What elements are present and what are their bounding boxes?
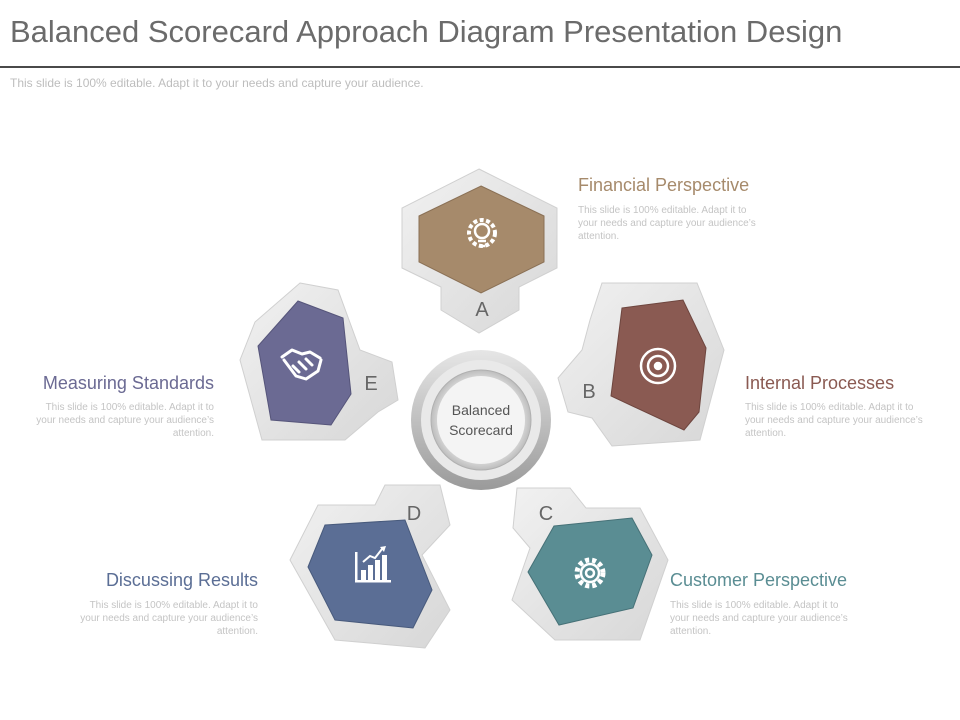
center-label-line1: Balanced [452, 402, 510, 418]
page-subtitle: This slide is 100% editable. Adapt it to… [10, 76, 424, 90]
discussing-results-title: Discussing Results [105, 570, 258, 590]
center-label-line2: Scorecard [449, 422, 513, 438]
internal-processes-desc: This slide is 100% editable. Adapt it to… [745, 402, 923, 439]
segment-e-hexagon [257, 300, 352, 426]
segment-c: C [511, 487, 669, 641]
title-divider [0, 66, 960, 68]
gear-icon [574, 557, 606, 589]
center-ring: Balanced Scorecard [411, 350, 551, 490]
segment-d: D [289, 484, 451, 649]
internal-processes-title: Internal Processes [745, 373, 895, 393]
segment-c-hexagon [527, 517, 653, 626]
measuring-standards-desc: This slide is 100% editable. Adapt it to… [36, 402, 214, 439]
handshake-icon [280, 348, 323, 381]
segment-a-letter: A [475, 299, 489, 321]
segment-a-hexagon [418, 185, 545, 294]
lightbulb-gear-icon [467, 218, 497, 248]
customer-perspective-title: Customer Perspective [670, 570, 848, 590]
financial-perspective-desc: This slide is 100% editable. Adapt it to… [578, 205, 756, 242]
segment-e-letter: E [364, 373, 377, 395]
segment-b: B [557, 282, 725, 447]
target-icon [639, 347, 677, 385]
measuring-standards-title: Measuring Standards [42, 373, 214, 393]
page-title: Balanced Scorecard Approach Diagram Pres… [10, 14, 843, 49]
bar-chart-icon [355, 546, 391, 583]
customer-perspective-desc: This slide is 100% editable. Adapt it to… [670, 600, 848, 637]
center-ring-core [437, 376, 525, 464]
segment-b-letter: B [582, 381, 595, 403]
financial-perspective-title: Financial Perspective [578, 175, 750, 195]
segment-c-letter: C [539, 503, 553, 525]
segment-e: E [239, 282, 399, 441]
segment-d-letter: D [407, 503, 421, 525]
discussing-results-desc: This slide is 100% editable. Adapt it to… [80, 600, 258, 637]
segment-a: A [401, 168, 558, 334]
